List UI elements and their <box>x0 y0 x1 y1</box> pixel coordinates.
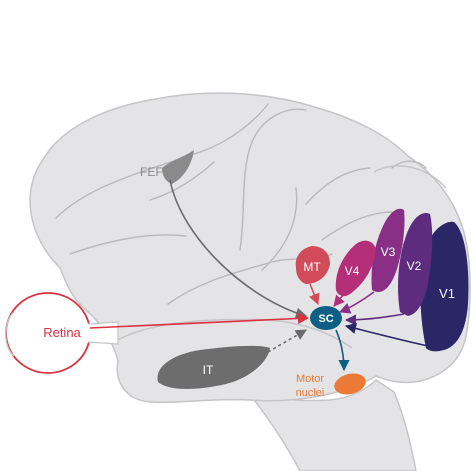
sc-to-motor-arrow <box>335 329 350 372</box>
v2-label: V2 <box>407 259 422 273</box>
fef-label: FEF <box>140 165 163 179</box>
retina-to-sc-arrow <box>89 312 310 329</box>
v4-label: V4 <box>345 264 360 278</box>
v2-to-sc-arrow <box>344 313 405 326</box>
it-to-sc-arrow <box>267 329 307 353</box>
v2-region <box>398 212 433 316</box>
it-region <box>157 345 270 389</box>
mt-to-sc-arrow <box>309 283 320 306</box>
eye-front <box>5 311 15 357</box>
mt-label: MT <box>303 260 321 274</box>
v1-label: V1 <box>439 286 455 301</box>
motor-label-line1: Motor <box>296 373 324 385</box>
retina-label: Retina <box>43 325 81 340</box>
brainstem <box>247 379 417 471</box>
v1-region <box>420 221 469 352</box>
fef-to-sc-arrow <box>169 179 308 319</box>
it-label: IT <box>203 363 214 377</box>
v3-label: V3 <box>381 245 396 259</box>
sc-label: SC <box>318 313 333 325</box>
v1-to-sc-arrow <box>344 323 429 347</box>
v4-to-sc-arrow <box>333 293 345 307</box>
motor-label-line2: nuclei <box>296 387 325 399</box>
optic-nerve <box>87 321 119 345</box>
sc-node <box>310 306 342 330</box>
pathway-arrows <box>89 179 429 372</box>
v3-to-sc-arrow <box>338 291 375 314</box>
v3-region <box>371 208 405 292</box>
motor-nuclei-region <box>334 373 366 395</box>
mt-region <box>295 246 330 284</box>
fef-region <box>162 150 194 184</box>
v4-region <box>335 240 376 297</box>
occipital-curve <box>373 165 447 189</box>
